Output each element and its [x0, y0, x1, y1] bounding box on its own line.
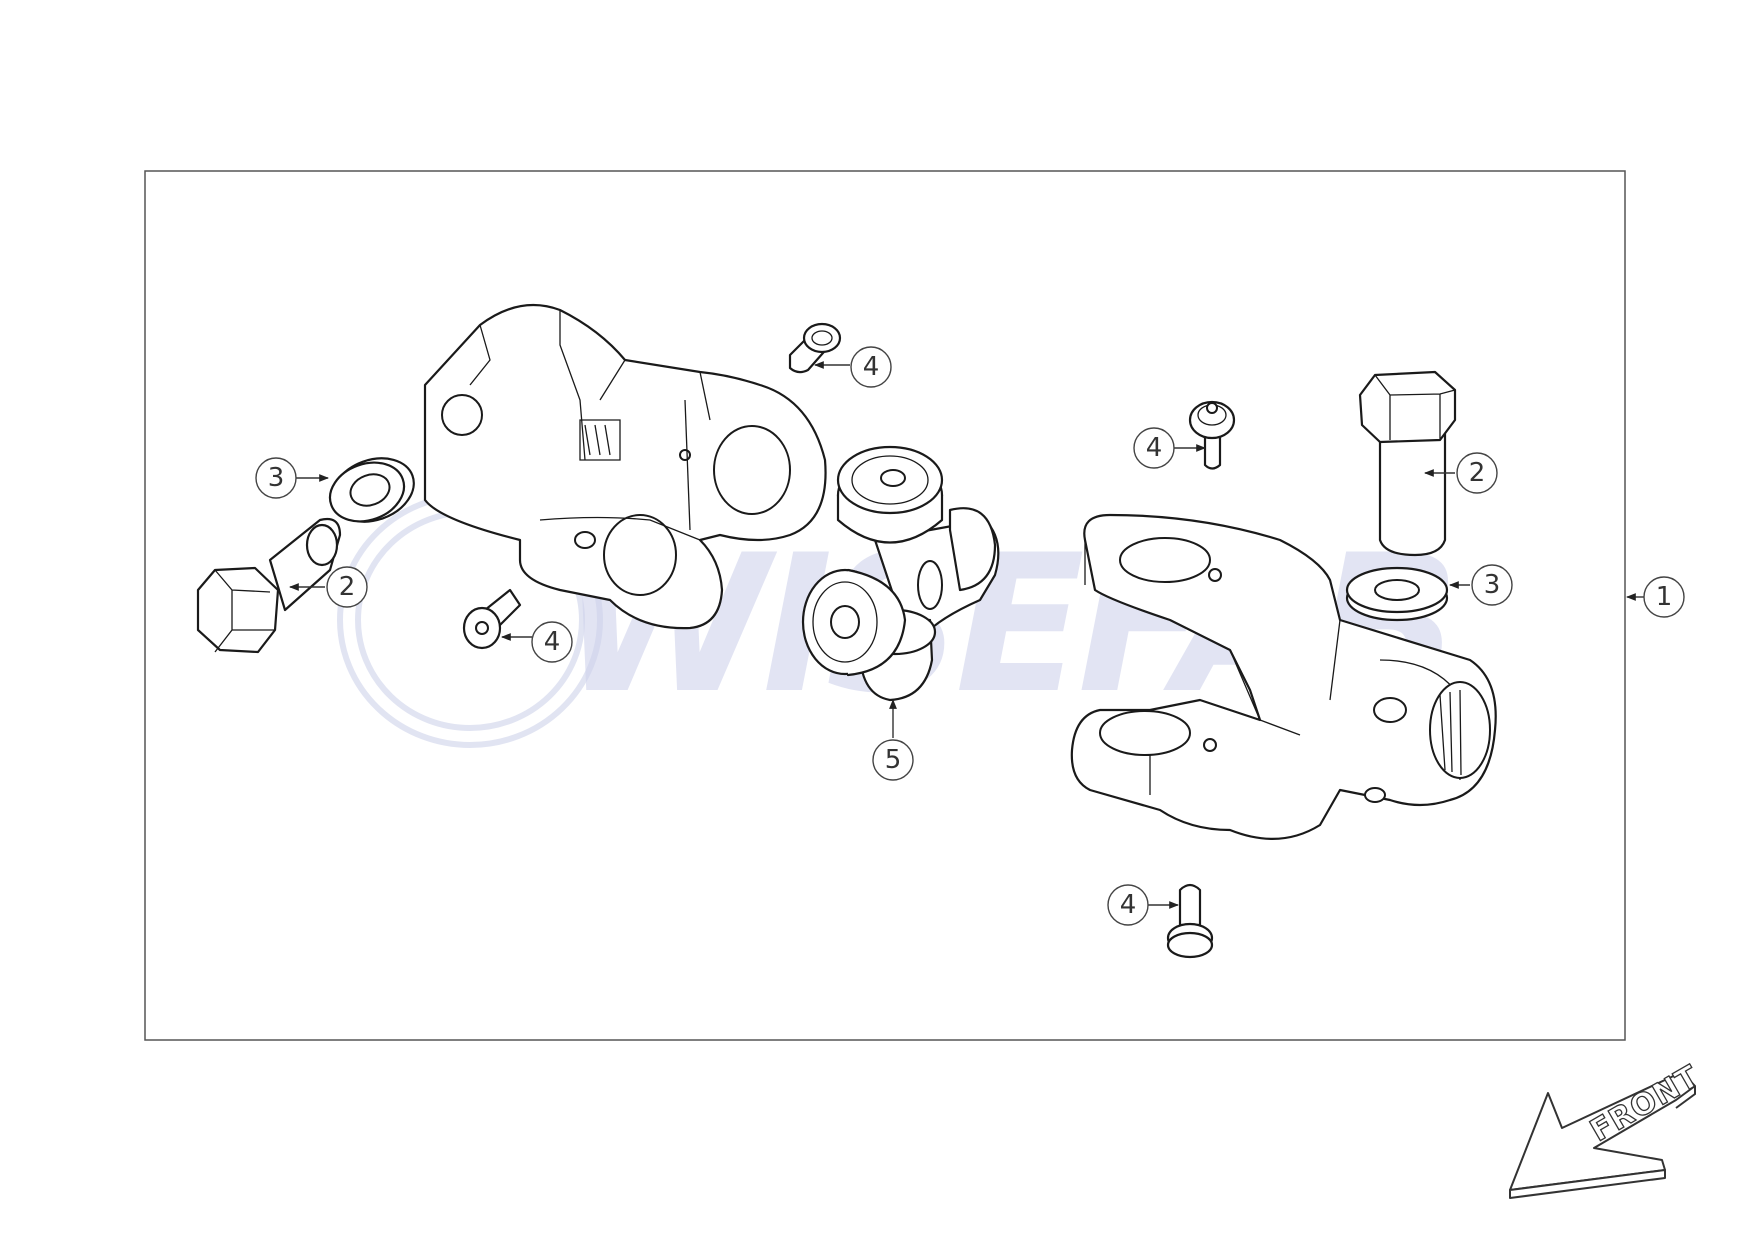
screw-bottom [1166, 883, 1214, 959]
washer-right [1345, 566, 1449, 622]
callout-4-left: 4 [531, 621, 573, 663]
screw-left [462, 588, 522, 650]
left-yoke [423, 303, 827, 630]
callout-4-left-label: 4 [544, 627, 561, 657]
callout-4-mid: 4 [1133, 427, 1175, 469]
screw-mid [1188, 400, 1236, 470]
callout-5-label: 5 [885, 745, 902, 775]
callout-4-top-label: 4 [863, 352, 880, 382]
callout-1-label: 1 [1656, 582, 1673, 612]
callout-3-left-label: 3 [268, 463, 285, 493]
callout-2-right: 2 [1456, 452, 1498, 494]
front-arrow: FRONT [1509, 1058, 1706, 1199]
screw-top [788, 322, 842, 374]
callout-3-right: 3 [1471, 564, 1513, 606]
callout-4-top: 4 [850, 346, 892, 388]
callout-4-bottom: 4 [1107, 884, 1149, 926]
assembly-frame [144, 170, 1626, 1041]
right-yoke [1070, 513, 1497, 840]
washer-left [328, 457, 415, 523]
callout-4-bottom-label: 4 [1120, 890, 1137, 920]
bolt-left [196, 517, 342, 654]
callout-2-left: 2 [326, 566, 368, 608]
callout-3-left: 3 [255, 457, 297, 499]
front-arrow-label: FRONT [1585, 1059, 1706, 1149]
bolt-right [1358, 370, 1457, 557]
callout-2-right-label: 2 [1469, 458, 1486, 488]
callout-1: 1 [1643, 576, 1685, 618]
universal-joint [801, 445, 1000, 702]
callout-3-right-label: 3 [1484, 570, 1501, 600]
callout-4-mid-label: 4 [1146, 433, 1163, 463]
callout-2-left-label: 2 [339, 572, 356, 602]
callout-5: 5 [872, 739, 914, 781]
